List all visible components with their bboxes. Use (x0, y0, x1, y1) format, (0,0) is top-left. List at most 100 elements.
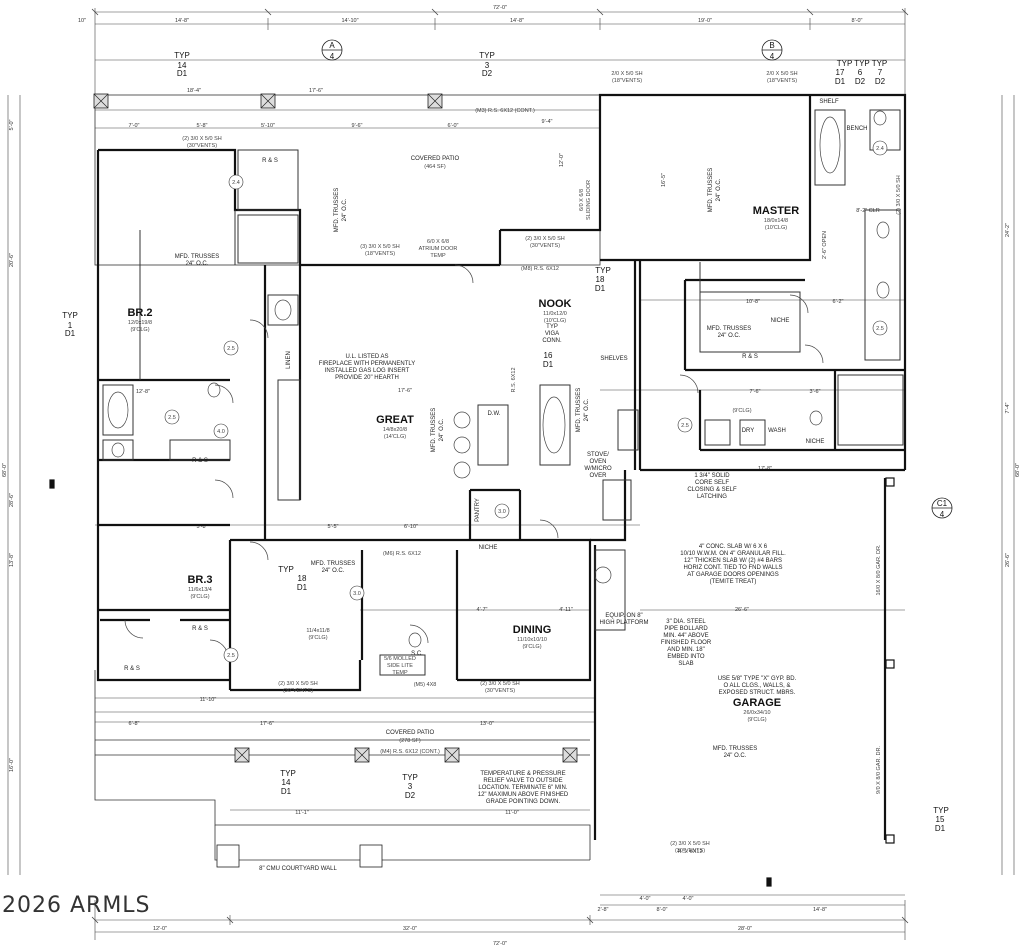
beam-rs-nook: R.S. 6X12 (511, 367, 517, 392)
truss-patio-b: 24" O.C. (342, 198, 348, 221)
atrium-line-2: ATRIUM DOOR (419, 246, 458, 252)
dimension-ticks (91, 8, 909, 924)
section-a-letter: A (329, 41, 335, 50)
wash-label: WASH (768, 428, 786, 434)
dimension-labels: 72'-0" 72'-0" 10" 14'-8" 14'-10" 14'-8" … (2, 5, 1021, 947)
stove-note: STOVE/ OVEN W/MICRO OVER (584, 452, 612, 479)
room-br3-size: 11/6x13/4 (188, 587, 212, 593)
tag-3b-num: 3 (408, 782, 413, 791)
section-markers (321, 39, 953, 519)
dim-right-1: 7'-4" (1005, 402, 1011, 413)
dim-misc-25: 11'-1" (295, 810, 309, 816)
courtyard-wall-note: 8" CMU COURTYARD WALL (259, 866, 337, 872)
dim-bottom2-3: 4'-0" (683, 896, 694, 902)
relief-line-3: LOCATION. TERMINATE 6" MIN. (478, 785, 567, 791)
dim-right-2: 26'-6" (1005, 553, 1011, 567)
win-br3-a: (2) 3/0 X 5/0 SH (278, 681, 317, 687)
truss-nook-b: 24" O.C. (584, 398, 590, 421)
dim-right-0: 24'-2" (1005, 223, 1011, 237)
gyp-note: USE 5/8" TYPE "X" GYP. BD. O ALL CLGS., … (718, 676, 797, 696)
tag-18b-num: 18 (298, 574, 307, 583)
dim-misc-7: 6'-0" (448, 123, 459, 129)
room-master-name: MASTER (753, 205, 800, 217)
garage-door-big: 16/0 X 8/0 GAR. DR. (876, 544, 882, 596)
niche-label-2: NICHE (806, 439, 825, 445)
ctag-3: 2.5 (168, 415, 176, 421)
dim-misc-16: 5'-8" (197, 524, 208, 530)
dim-misc-15: 12'-8" (136, 389, 150, 395)
dim-misc-2: 9'-4" (542, 119, 553, 125)
fireplace-line-1: U.L. LISTED AS (345, 354, 388, 360)
room-br3-clg: (9'CLG) (190, 594, 209, 600)
truss-garage-b: 24" O.C. (724, 753, 747, 759)
dim-misc-30: 2'-6" OPEN (822, 231, 828, 259)
room-dining-name: DINING (513, 624, 552, 636)
room-great-clg: (14'CLG) (384, 434, 406, 440)
fireplace-line-2: FIREPLACE WITH PERMANENTLY (319, 361, 416, 367)
dim-misc-0: 18'-4" (187, 88, 201, 94)
dim-left-4: 16'-0" (9, 758, 15, 772)
slab-line-3: 12" THICKEN SLAB W/ (2) #4 BARS (684, 558, 782, 564)
tag-17-sheet: D1 (835, 77, 846, 86)
gyp-line-2: O ALL CLGS., WALLS, & (724, 683, 791, 689)
tag-7-sheet: D2 (875, 77, 886, 86)
relief-line-2: RELIEF VALVE TO OUTSIDE (483, 778, 562, 784)
room-great-name: GREAT (376, 414, 414, 426)
win-great-b: (18"VENTS) (365, 251, 395, 257)
win-master2-b: (18"VENTS) (767, 78, 797, 84)
win-master-a: 2/0 X 5/0 SH (611, 71, 642, 77)
dim-misc-10: 17'-6" (398, 388, 412, 394)
relief-line-5: GRADE POINTING DOWN. (486, 799, 561, 805)
truss-flex-a: MFD. TRUSSES (311, 561, 356, 567)
bollard-line-5: AND MIN. 18" (667, 647, 704, 653)
equip-note: EQUIP. ON 8" HIGH PLATFORM (600, 613, 649, 626)
tag-14b-sheet: D1 (281, 787, 292, 796)
tag-1-top: TYP (62, 311, 78, 320)
tag-18a-sheet: D1 (595, 284, 606, 293)
slab-line-4: HORIZ CONT. TIED TO FND WALLS (683, 565, 782, 571)
truss-br2-b: 24" O.C. (186, 261, 209, 267)
viga-2: VIGA (545, 331, 559, 337)
win-master-side: (2) 3/0 X 5/0 SH (896, 175, 902, 214)
beam-window-labels: (M3) R.S. 6X12 (CONT.) (M4) R.S. 6X12 (C… (182, 71, 902, 855)
tag-1-sheet: D1 (65, 329, 76, 338)
dim-misc-24: 13'-0" (480, 721, 494, 727)
win-dining-a: (2) 3/0 X 5/0 SH (480, 681, 519, 687)
fixtures (107, 110, 890, 648)
sidelite-line-3: TEMP (392, 670, 408, 676)
dim-misc-13: 3'-6" (810, 389, 821, 395)
post-crosses (93, 93, 578, 763)
overall-dim-bottom: 72'-0" (493, 941, 507, 947)
door-core-note: 1 3/4" SOLID CORE SELF CLOSING & SELF LA… (687, 473, 737, 500)
dim-misc-17: 6'-10" (404, 524, 418, 530)
dim-top-2: 14'-10" (341, 18, 358, 24)
room-nook-size: 11/0x12/0 (543, 311, 567, 317)
rs-label-5: R & S (742, 354, 758, 360)
tag-16-num: 16 (544, 351, 553, 360)
room-nook-name: NOOK (539, 298, 572, 310)
room-br3-name: BR.3 (187, 574, 212, 586)
rs-label-4: R & S (124, 666, 140, 672)
win-br2-a: (2) 3/0 X 5/0 SH (182, 136, 221, 142)
equip-line-1: EQUIP. ON 8" (605, 613, 642, 619)
dry-label: DRY (742, 428, 755, 434)
win-slider-a: 6/0 X 6/8 (579, 189, 585, 211)
patio-bottom-size: (278 SF) (399, 738, 421, 744)
relief-note: TEMPERATURE & PRESSURE RELIEF VALVE TO O… (478, 771, 569, 805)
section-a-num: 4 (330, 52, 335, 61)
dim-misc-11: 10'-8" (746, 299, 760, 305)
truss-great-b: 24" O.C. (439, 418, 445, 441)
equip-line-2: HIGH PLATFORM (600, 620, 649, 626)
section-b-letter: B (769, 41, 774, 50)
truss-master-b: 24" O.C. (716, 178, 722, 201)
room-flex-size: 11/4x11/8 (306, 628, 329, 634)
tag-14-sheet: D1 (177, 69, 188, 78)
truss-nook-a: MFD. TRUSSES (576, 388, 582, 433)
core-line-4: LATCHING (697, 494, 727, 500)
room-labels: MASTER 18/0x14/8 (10'CLG) NOOK 11/0x12/0… (127, 156, 799, 744)
ctag-7: 3.0 (498, 509, 506, 515)
win-nook-b: (30"VENTS) (530, 243, 560, 249)
side-lite-note: 5/6 MOLLED SIDE LITE TEMP (384, 656, 416, 676)
tag-3-top: TYP (479, 51, 495, 60)
watermark: 2026 ARMLS (2, 893, 151, 918)
